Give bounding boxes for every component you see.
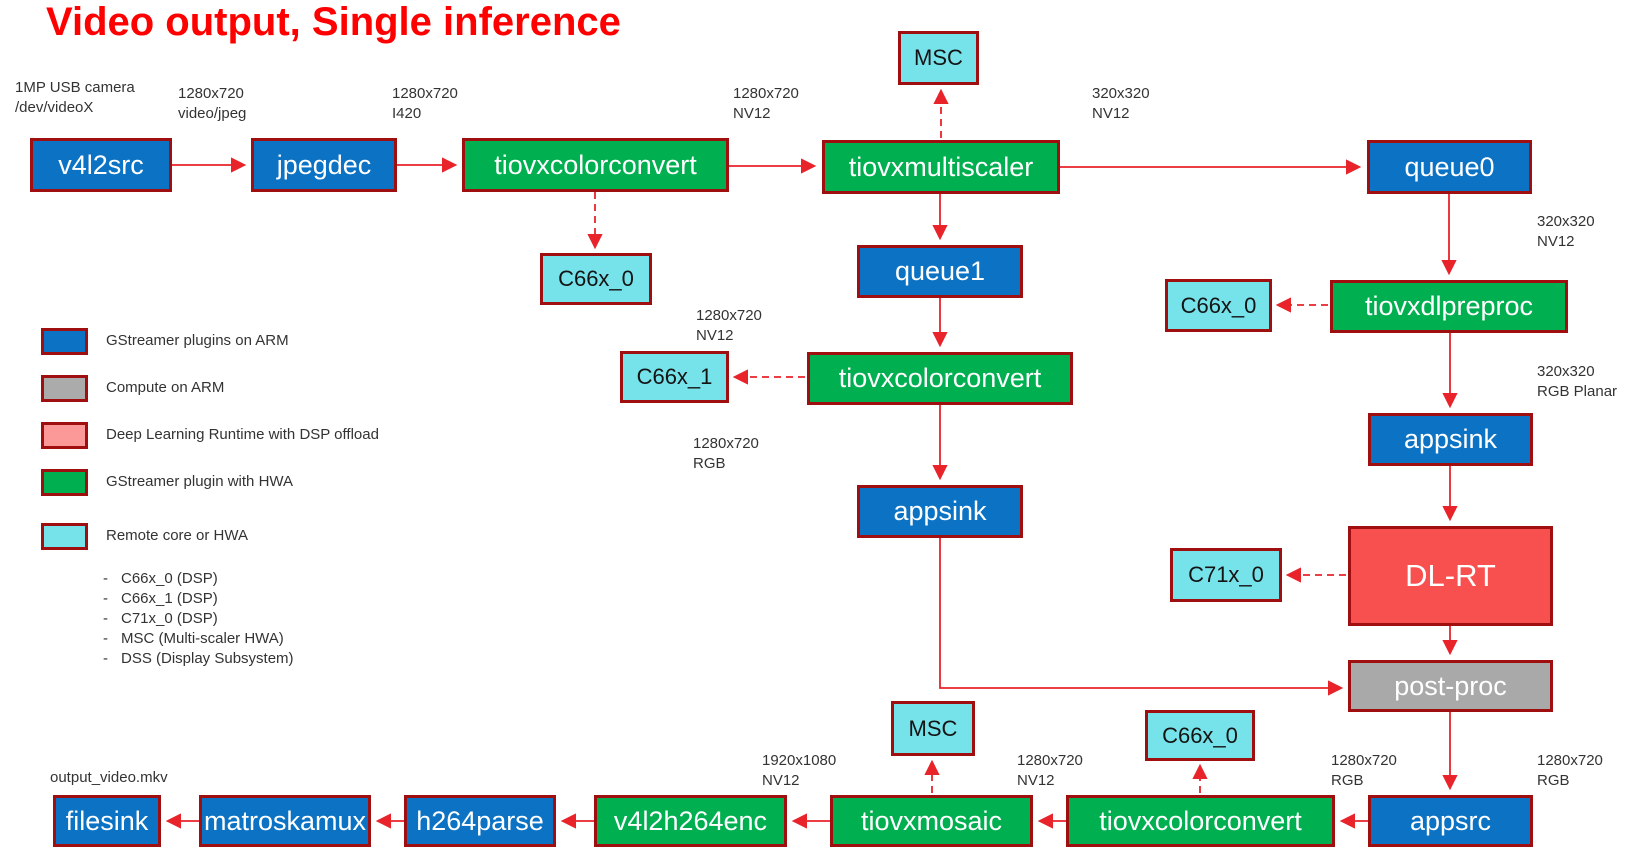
node-appsink-right: appsink	[1368, 413, 1533, 466]
page-title: Video output, Single inference	[46, 0, 621, 44]
node-dl-rt: DL-RT	[1348, 526, 1553, 626]
node-matroskamux: matroskamux	[199, 795, 371, 847]
node-tiovxmosaic: tiovxmosaic	[830, 795, 1033, 847]
node-post-proc: post-proc	[1348, 660, 1553, 712]
label-caps-jpeg: 1280x720 video/jpeg	[178, 85, 247, 123]
edge-appsink-postproc	[939, 538, 1344, 696]
label-caps-rgb-720-left: 1280x720 RGB	[1331, 752, 1397, 790]
legend-note-c66x1: C66x_1 (DSP)	[103, 590, 218, 607]
legend-label-remote: Remote core or HWA	[106, 527, 248, 544]
node-h264parse: h264parse	[404, 795, 556, 847]
legend-note-c71x0: C71x_0 (DSP)	[103, 610, 218, 627]
label-caps-nv12-320-top: 320x320 NV12	[1092, 85, 1150, 123]
node-appsrc: appsrc	[1368, 795, 1533, 847]
node-c66x1: C66x_1	[620, 351, 729, 403]
node-queue1: queue1	[857, 245, 1023, 298]
label-caps-rgb-planar: 320x320 RGB Planar	[1537, 363, 1618, 401]
label-caps-rgb-720-mid: 1280x720 RGB	[693, 435, 759, 473]
label-caps-nv12-720-mid: 1280x720 NV12	[696, 307, 762, 345]
label-caps-i420: 1280x720 I420	[392, 85, 458, 123]
label-caps-nv12-720-top: 1280x720 NV12	[733, 85, 799, 123]
node-v4l2src: v4l2src	[30, 138, 172, 192]
node-filesink: filesink	[53, 795, 161, 847]
legend-label-hwa: GStreamer plugin with HWA	[106, 473, 294, 490]
label-output-file: output_video.mkv	[50, 769, 168, 786]
node-c66x0-colorconvert3: C66x_0	[1145, 710, 1255, 761]
node-queue0: queue0	[1367, 140, 1532, 194]
node-tiovxdlpreproc: tiovxdlpreproc	[1330, 280, 1568, 333]
legend-note-dss: DSS (Display Subsystem)	[103, 650, 294, 667]
node-appsink-mid: appsink	[857, 485, 1023, 538]
node-tiovxmultiscaler: tiovxmultiscaler	[822, 140, 1060, 194]
legend-label-arm: GStreamer plugins on ARM	[106, 332, 289, 349]
label-caps-nv12-720-bottom: 1280x720 NV12	[1017, 752, 1083, 790]
legend-note-msc: MSC (Multi-scaler HWA)	[103, 630, 284, 647]
node-msc-bottom: MSC	[891, 701, 975, 756]
node-c66x0-dlpreproc: C66x_0	[1165, 279, 1272, 332]
legend-swatch-remote	[41, 523, 88, 550]
legend-label-compute: Compute on ARM	[106, 379, 225, 396]
legend-swatch-compute	[41, 375, 88, 402]
node-tiovxcolorconvert-3: tiovxcolorconvert	[1066, 795, 1335, 847]
legend-swatch-arm	[41, 328, 88, 355]
node-jpegdec: jpegdec	[251, 138, 397, 192]
node-msc-top: MSC	[898, 31, 979, 85]
label-caps-nv12-320-right: 320x320 NV12	[1537, 213, 1595, 251]
legend-note-c66x0: C66x_0 (DSP)	[103, 570, 218, 587]
legend-label-dl-runtime: Deep Learning Runtime with DSP offload	[106, 426, 379, 443]
label-camera-source: 1MP USB camera /dev/videoX	[15, 79, 135, 117]
node-c66x0-colorconvert1: C66x_0	[540, 253, 652, 305]
node-tiovxcolorconvert-1: tiovxcolorconvert	[462, 138, 729, 192]
label-caps-rgb-720-right: 1280x720 RGB	[1537, 752, 1603, 790]
legend-swatch-hwa	[41, 469, 88, 496]
label-caps-nv12-1080: 1920x1080 NV12	[762, 752, 837, 790]
node-tiovxcolorconvert-2: tiovxcolorconvert	[807, 352, 1073, 405]
legend-swatch-dl-runtime	[41, 422, 88, 449]
node-c71x0: C71x_0	[1170, 548, 1282, 602]
node-v4l2h264enc: v4l2h264enc	[594, 795, 787, 847]
